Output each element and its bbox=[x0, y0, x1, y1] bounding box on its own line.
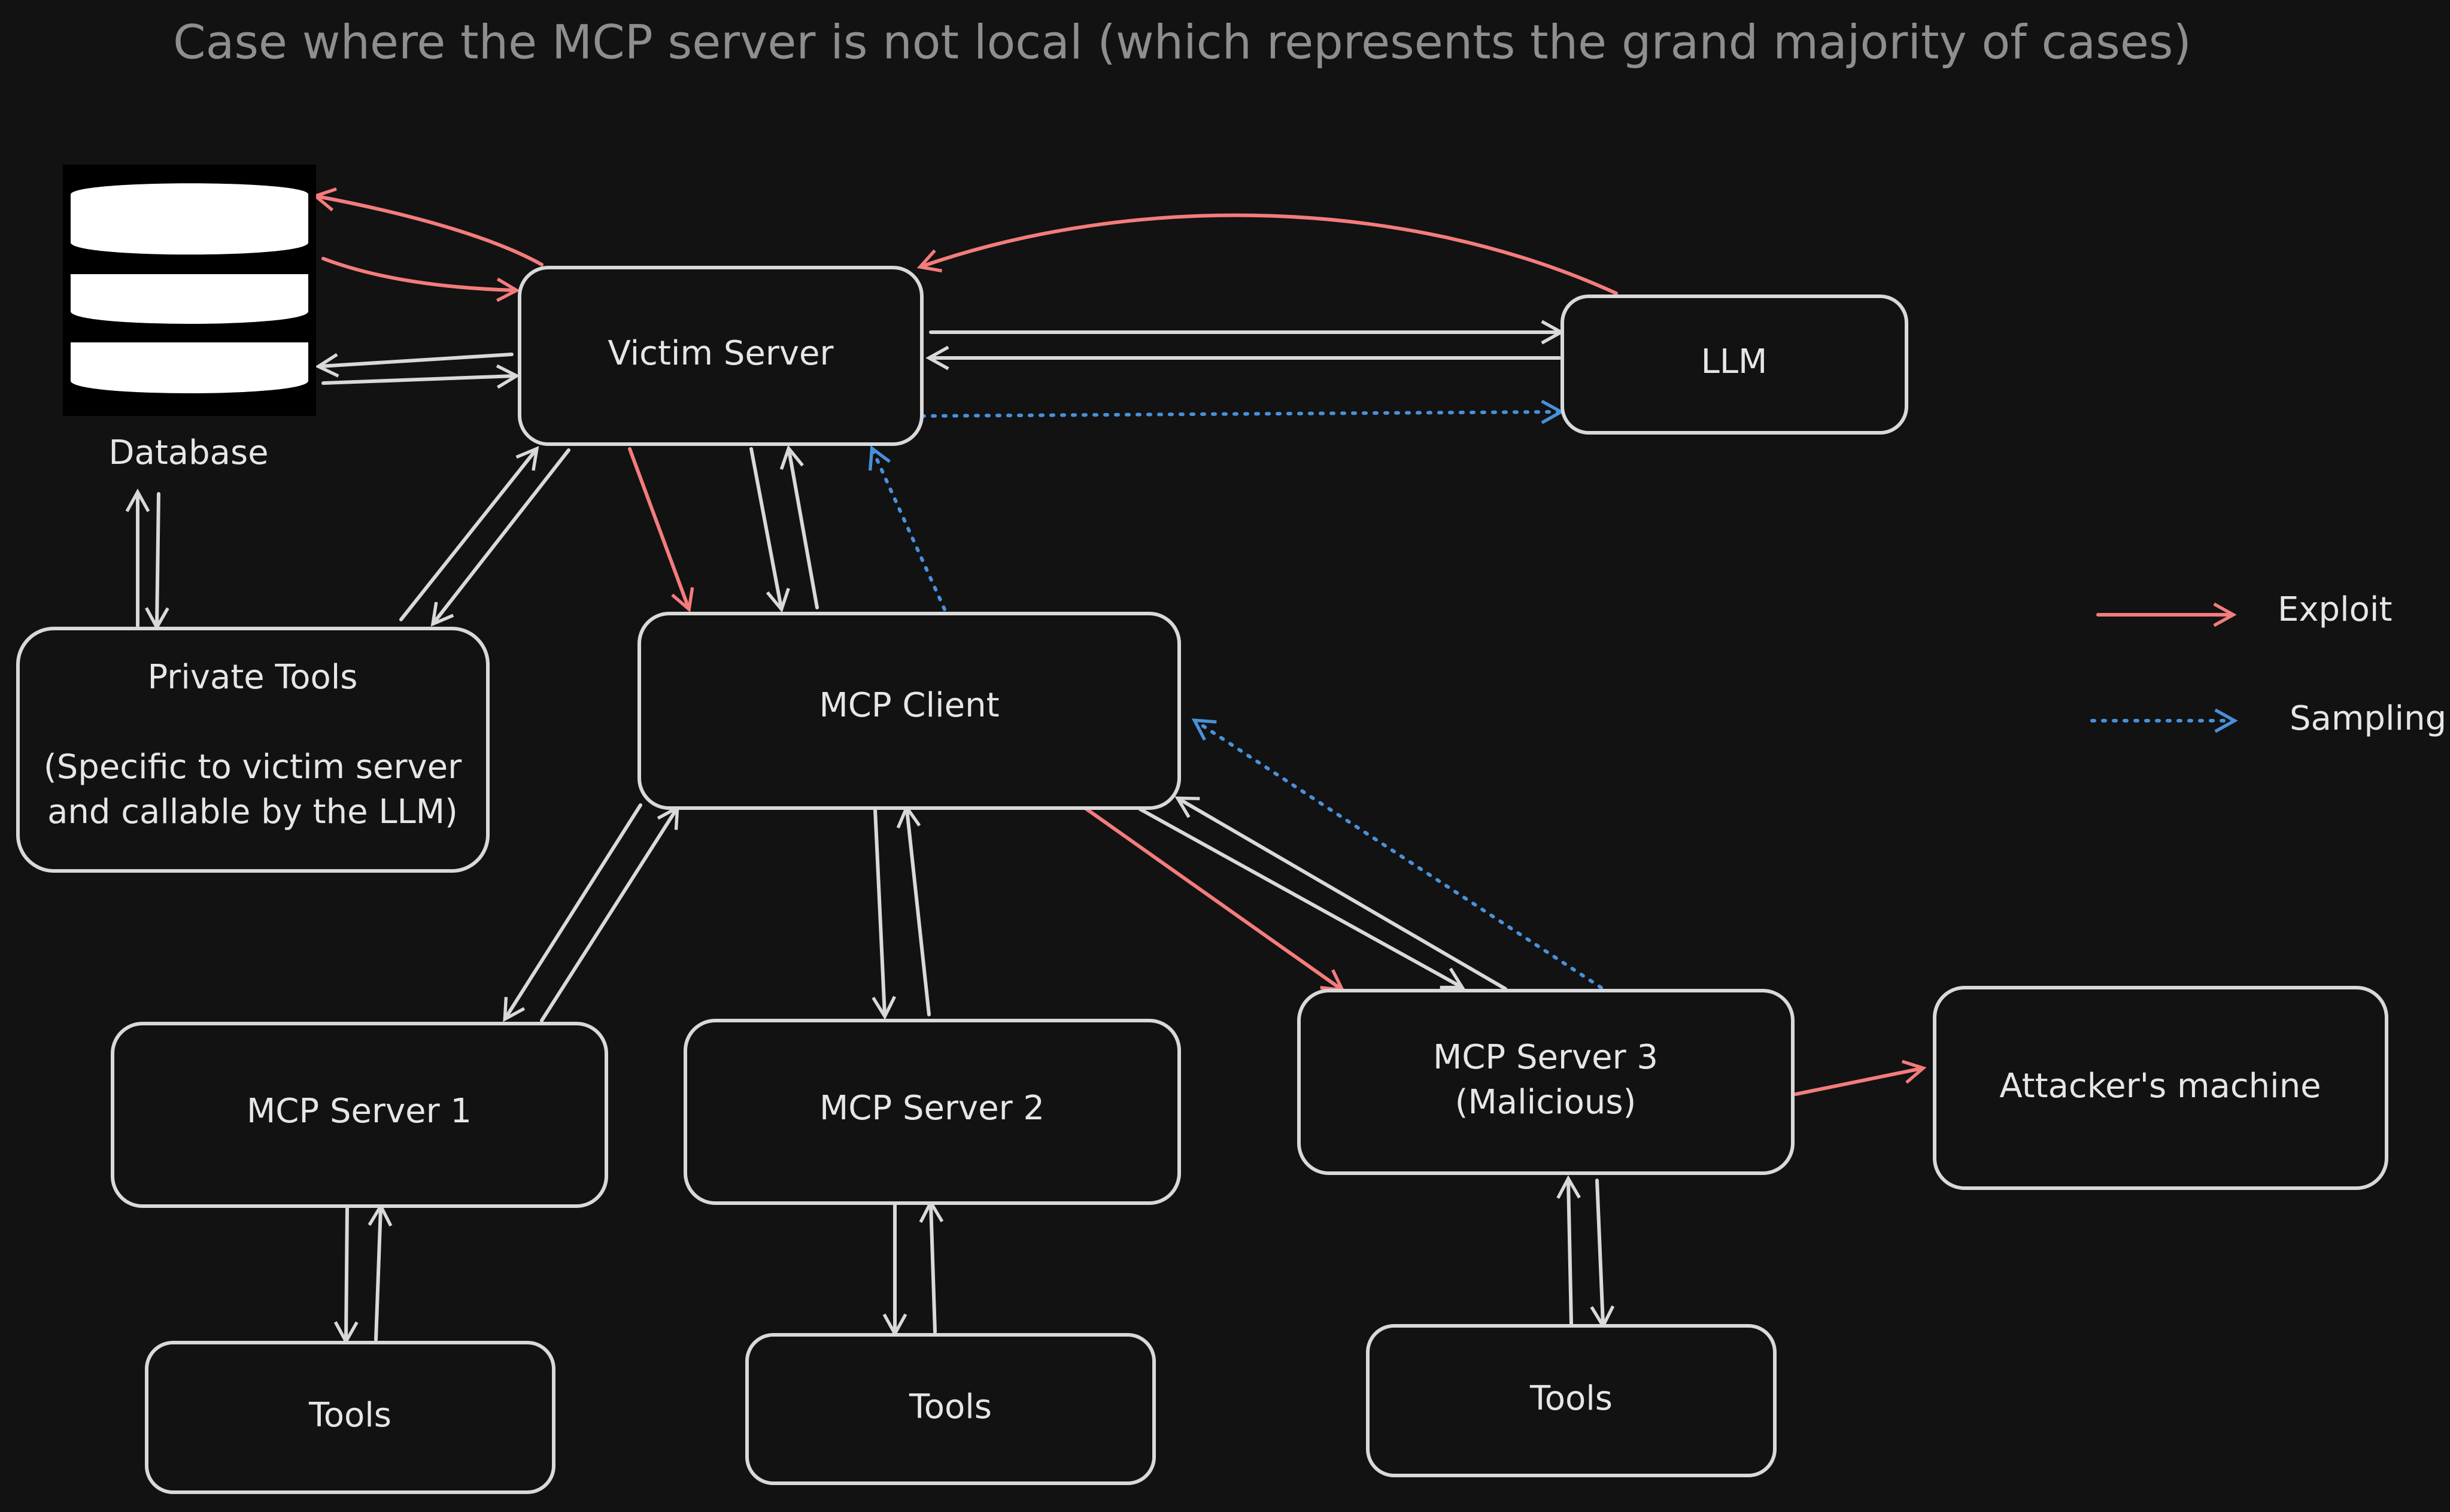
llm-node[interactable]: LLM bbox=[1561, 294, 1908, 435]
edge-victim-to-mcp-client bbox=[749, 447, 790, 613]
mcp-client-label: MCP Client bbox=[819, 686, 999, 725]
edge-tools2-to-server2 bbox=[919, 1199, 944, 1334]
edge-tools3-to-server3 bbox=[1556, 1175, 1581, 1326]
edge-database-to-private-tools bbox=[145, 492, 169, 631]
mcp-server-3-subtitle: (Malicious) bbox=[1455, 1083, 1637, 1122]
llm-label: LLM bbox=[1701, 342, 1768, 381]
edge-mcp-client-to-victim bbox=[779, 445, 819, 609]
tools-3-node[interactable]: Tools bbox=[1366, 1324, 1777, 1477]
private-tools-title: Private Tools bbox=[148, 658, 358, 697]
private-tools-node[interactable]: Private Tools (Specific to victim server… bbox=[16, 627, 490, 873]
tools-1-node[interactable]: Tools bbox=[145, 1341, 555, 1494]
legend-sampling: Sampling bbox=[2090, 699, 2446, 738]
private-tools-desc-line2: and callable by the LLM) bbox=[47, 793, 458, 831]
legend-exploit: Exploit bbox=[2096, 590, 2392, 629]
edge-mcp-client-to-server3-exploit bbox=[1082, 805, 1346, 992]
tools-3-label: Tools bbox=[1529, 1379, 1613, 1418]
edge-server3-to-tools3 bbox=[1590, 1179, 1615, 1329]
edge-mcp-client-to-server1 bbox=[503, 803, 642, 1022]
edge-mcp-client-to-victim-sampling bbox=[868, 445, 946, 611]
edge-server3-to-mcp-client bbox=[1174, 796, 1507, 991]
edge-server1-to-mcp-client bbox=[540, 804, 679, 1022]
legend-exploit-label: Exploit bbox=[2278, 590, 2392, 629]
edge-database-to-victim bbox=[321, 257, 520, 302]
edge-server3-to-attacker bbox=[1794, 1059, 1927, 1096]
edge-victim-to-mcp-client-exploit bbox=[628, 447, 694, 613]
edge-victim-to-llm-sampling bbox=[920, 399, 1565, 424]
edge-server2-to-mcp-client bbox=[896, 804, 931, 1016]
mcp-client-node[interactable]: MCP Client bbox=[637, 612, 1181, 810]
mcp-server-1-node[interactable]: MCP Server 1 bbox=[111, 1022, 608, 1208]
mcp-server-1-label: MCP Server 1 bbox=[247, 1092, 472, 1131]
database-icon bbox=[63, 165, 316, 416]
attacker-machine-label: Attacker's machine bbox=[1999, 1067, 2321, 1106]
attacker-machine-node[interactable]: Attacker's machine bbox=[1933, 986, 2388, 1190]
mcp-server-2-label: MCP Server 2 bbox=[819, 1089, 1045, 1128]
edge-mcp-client-to-server2 bbox=[872, 807, 897, 1020]
edge-database-to-victim-normal bbox=[321, 364, 520, 389]
mcp-server-2-node[interactable]: MCP Server 2 bbox=[684, 1019, 1181, 1205]
edge-private-tools-to-victim bbox=[399, 446, 539, 621]
legend-sampling-label: Sampling bbox=[2290, 699, 2446, 738]
edge-victim-to-private-tools bbox=[430, 448, 570, 627]
diagram-title: Case where the MCP server is not local (… bbox=[173, 16, 2191, 69]
mcp-server-3-title: MCP Server 3 bbox=[1433, 1038, 1658, 1077]
database-label: Database bbox=[108, 433, 268, 472]
edge-tools1-to-server1 bbox=[368, 1203, 393, 1341]
victim-server-label: Victim Server bbox=[608, 334, 834, 373]
tools-2-label: Tools bbox=[909, 1387, 992, 1426]
mcp-server-3-node[interactable]: MCP Server 3 (Malicious) bbox=[1297, 989, 1795, 1175]
edge-victim-to-database-normal bbox=[315, 353, 514, 378]
edge-mcp-client-to-server3 bbox=[1139, 807, 1465, 989]
tools-2-node[interactable]: Tools bbox=[745, 1333, 1156, 1485]
edge-llm-to-victim bbox=[916, 213, 1618, 295]
victim-server-node[interactable]: Victim Server bbox=[518, 266, 924, 446]
edge-server3-to-mcp-client-sampling bbox=[1191, 718, 1603, 989]
connectors bbox=[125, 187, 1927, 1345]
edge-victim-to-database bbox=[312, 187, 544, 266]
database-node[interactable]: Database bbox=[63, 165, 316, 472]
private-tools-desc-line1: (Specific to victim server bbox=[44, 748, 462, 787]
edge-server1-to-tools1 bbox=[333, 1206, 359, 1345]
legend: Exploit Sampling bbox=[2090, 590, 2446, 738]
tools-1-label: Tools bbox=[308, 1396, 391, 1435]
